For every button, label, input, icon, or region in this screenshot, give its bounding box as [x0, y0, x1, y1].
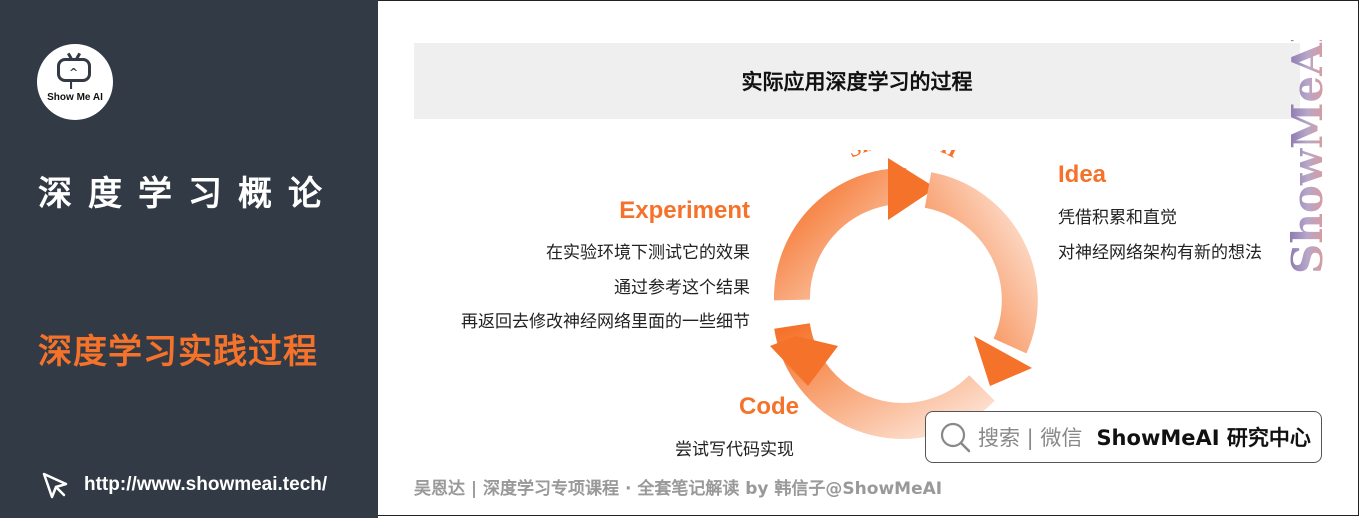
idea-line-1: 凭借积累和直觉 — [1058, 208, 1177, 228]
footer-credit: 吴恩达 | 深度学习专项课程 · 全套笔记解读 by 韩信子@ShowMeAI — [414, 479, 943, 499]
search-brand: ShowMeAI 研究中心 — [1096, 426, 1311, 450]
cycle-arc-left — [774, 322, 995, 439]
experiment-line-2: 通过参考这个结果 — [614, 278, 750, 298]
showmeai-watermark: ShowMeAI — [1286, 40, 1332, 274]
idea-line-2: 对神经网络架构有新的想法 — [1058, 243, 1262, 263]
cycle-diagram: ShowMeAI — [770, 150, 1038, 439]
cycle-arrow-icon — [974, 336, 1032, 386]
cycle-arc-text: ShowMeAI — [843, 150, 962, 163]
website-link[interactable]: http://www.showmeai.tech/ — [38, 468, 327, 502]
slide-title: 实际应用深度学习的过程 — [741, 70, 973, 94]
website-url[interactable]: http://www.showmeai.tech/ — [84, 474, 328, 495]
experiment-line-1: 在实验环境下测试它的效果 — [546, 243, 750, 263]
sidebar: ^ I Show Me AI 深度学习概论 深度学习实践过程 http://ww… — [0, 0, 378, 518]
experiment-heading: Experiment — [619, 197, 750, 224]
experiment-line-3: 再返回去修改神经网络里面的一些细节 — [461, 312, 750, 332]
search-icon — [940, 422, 971, 453]
cycle-arrow-icon — [888, 158, 936, 220]
code-heading: Code — [739, 393, 799, 420]
cycle-arc-right — [924, 172, 1038, 354]
robot-logo-icon: ^ I — [57, 58, 91, 92]
section-title: 深度学习实践过程 — [38, 332, 318, 372]
watermark-text: ShowMeAI — [1286, 40, 1332, 274]
showmeai-logo: ^ I Show Me AI — [37, 44, 113, 120]
cursor-click-icon — [42, 472, 68, 499]
search-label: 搜索 | 微信 — [978, 426, 1083, 450]
idea-heading: Idea — [1058, 161, 1107, 188]
title-bar: 实际应用深度学习的过程 — [414, 43, 1300, 119]
course-title: 深度学习概论 — [38, 174, 338, 214]
wechat-search-box[interactable]: 搜索 | 微信 ShowMeAI 研究中心 — [925, 411, 1322, 463]
logo-text: Show Me AI — [47, 92, 103, 103]
cycle-arrow-icon — [770, 336, 838, 386]
code-line-1: 尝试写代码实现 — [675, 440, 794, 460]
cycle-arc-top — [773, 167, 907, 301]
